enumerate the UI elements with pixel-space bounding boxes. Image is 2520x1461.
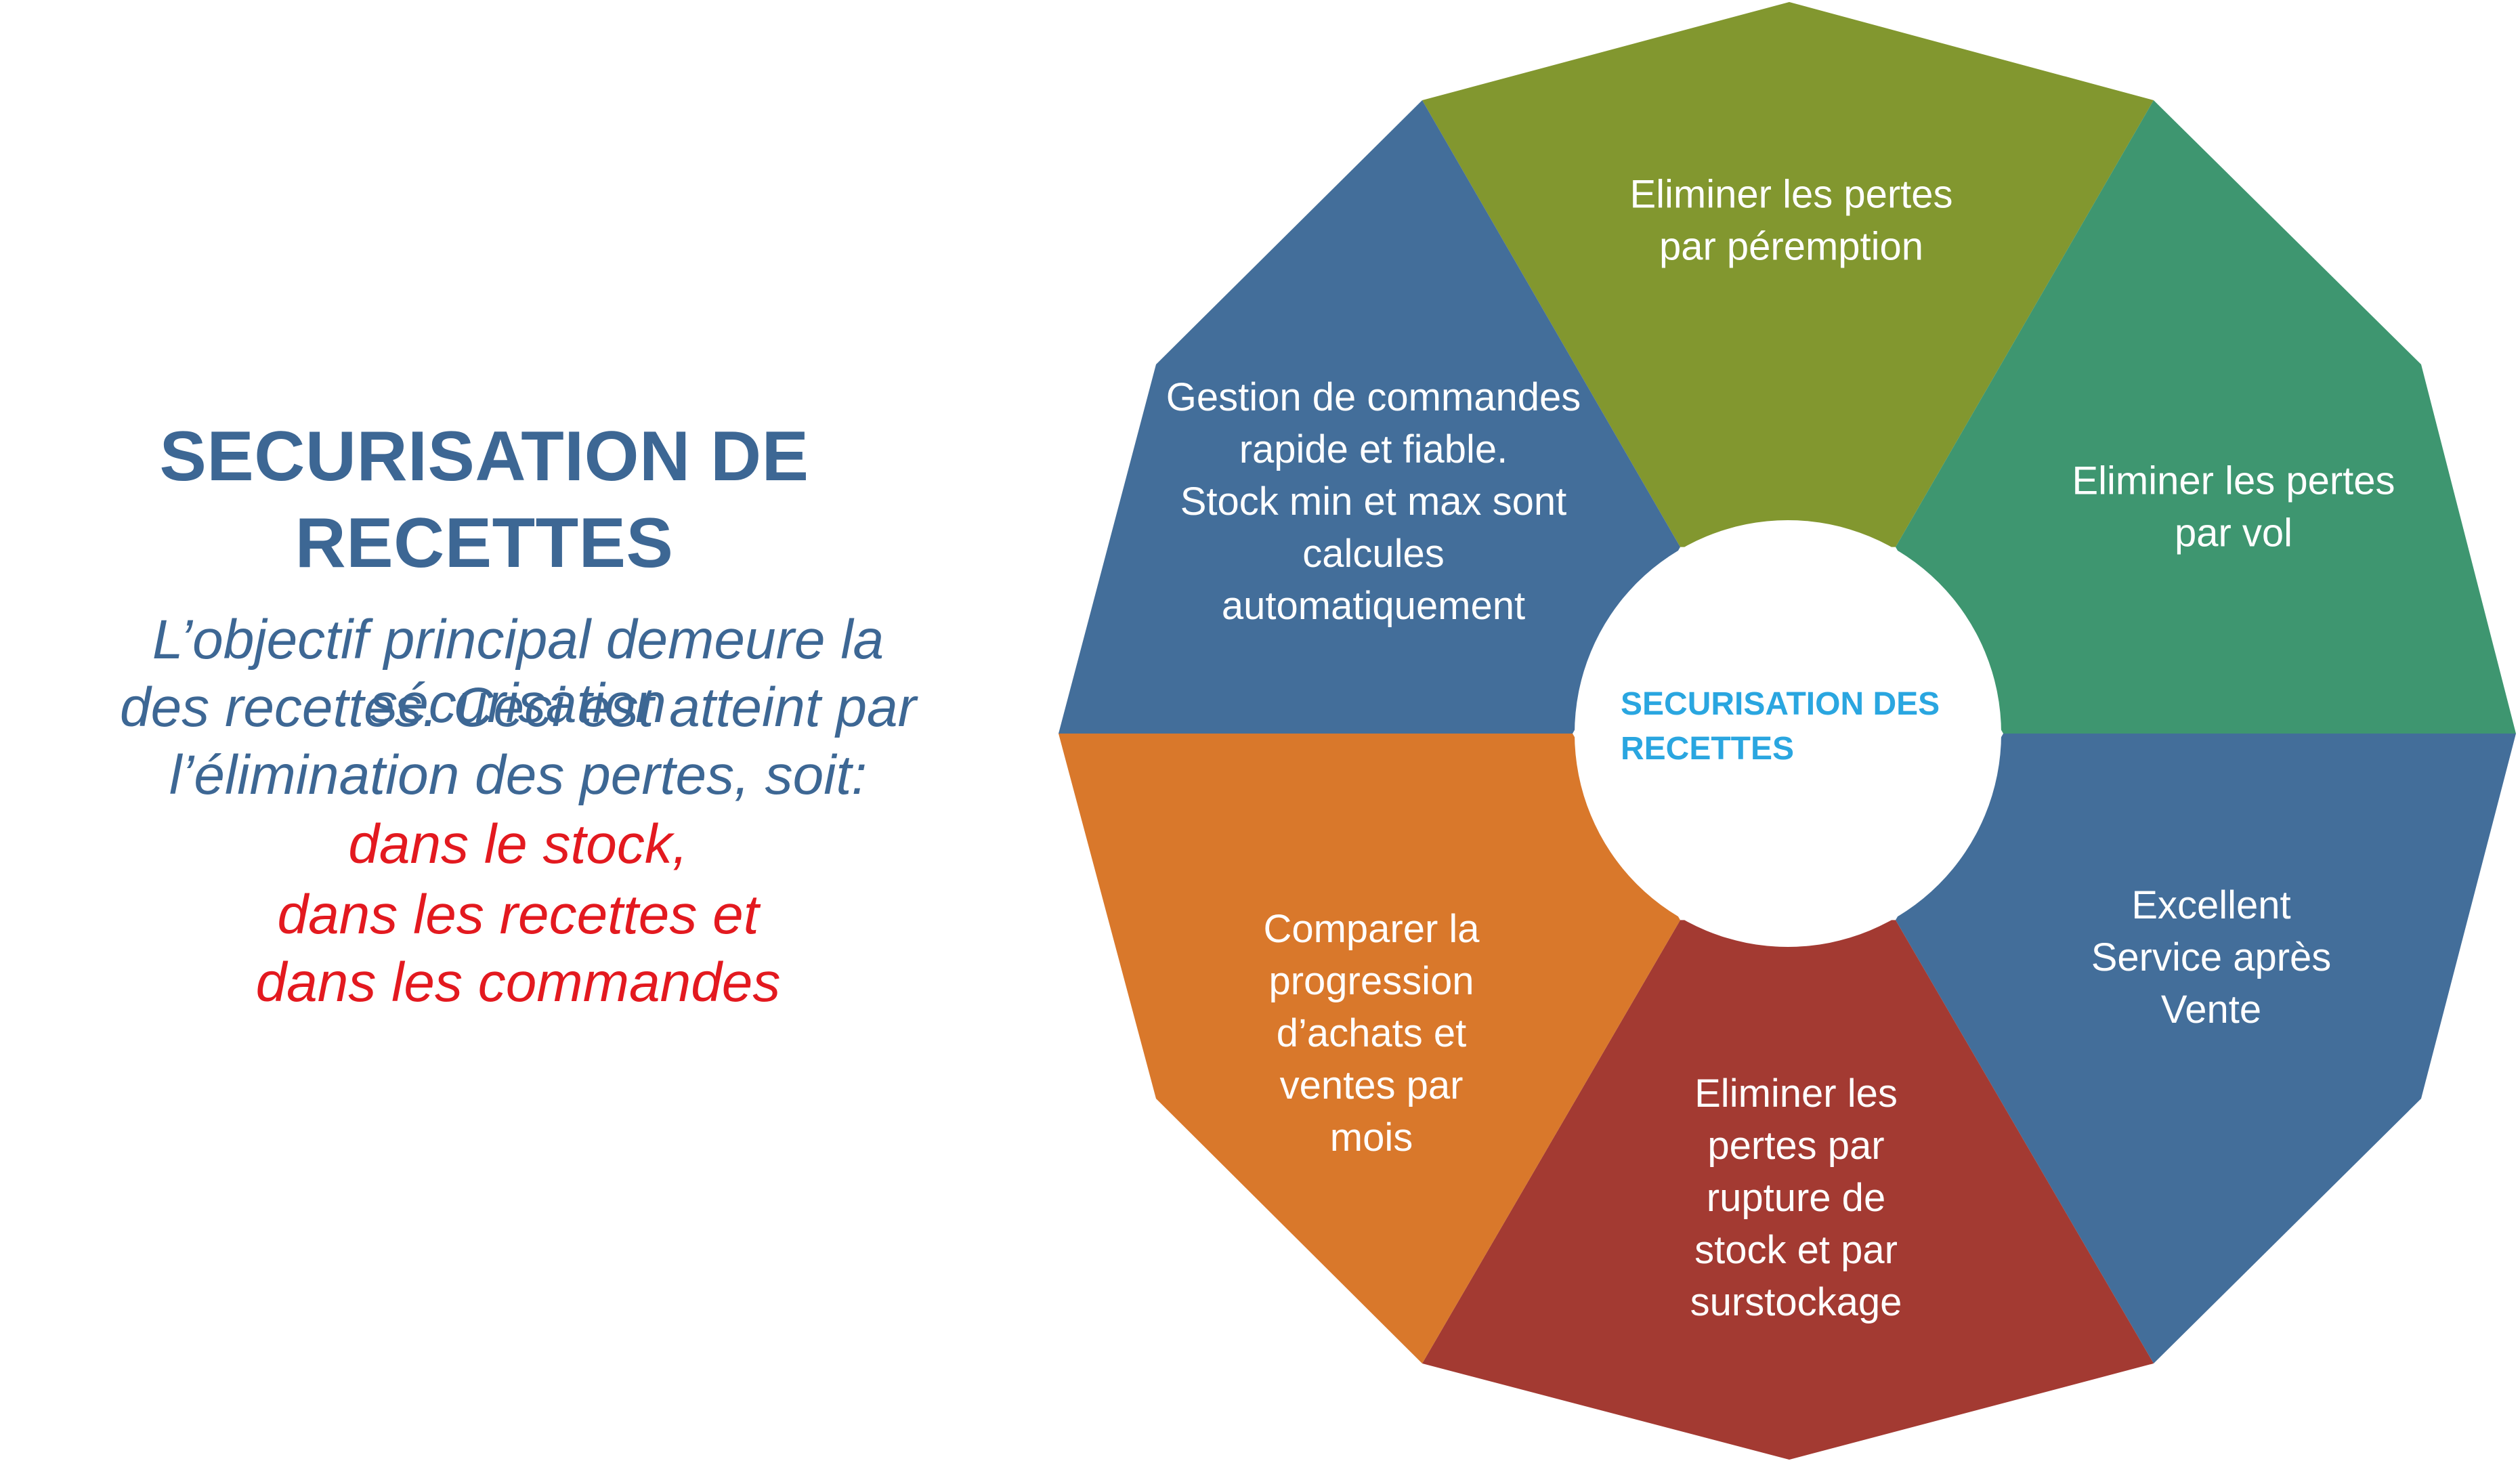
segment-service [1896,734,2516,1363]
main-title-line-2: RECETTES [295,504,674,583]
segment-service-label-line: Service après [2091,935,2332,979]
segment-commandes-label-line: calcules [1302,532,1445,576]
segment-service-label-line: Excellent [2131,883,2290,927]
intro-panel: SECURISATION DE RECETTES L’objectif prin… [0,0,1043,1461]
segment-peremption-label-line: Eliminer les pertes [1629,173,1952,217]
segment-progression-label-line: d’achats et [1277,1011,1467,1055]
segment-rupture [1422,920,2154,1460]
segment-progression-label-line: ventes par [1280,1063,1464,1107]
segment-commandes-label-line: automatiquement [1222,584,1525,628]
segment-rupture-label-line: rupture de [1707,1176,1885,1220]
segment-rupture-label-line: stock et par [1694,1228,1898,1272]
segment-peremption-label-line: par péremption [1659,225,1923,269]
segment-commandes [1059,100,1680,734]
description-line-1: L’objectif principal demeure la sécurisa… [152,609,884,734]
loss-area-commandes: dans les commandes [255,952,781,1013]
segment-progression [1059,734,1680,1363]
segment-commandes-label-line: Stock min et max sont [1180,480,1567,524]
segment-rupture-label-line: surstockage [1690,1280,1902,1324]
segment-commandes-label-line: rapide et fiable. [1239,427,1508,471]
segment-commandes-label-line: Gestion de commandes [1166,375,1581,419]
center-label-line-2: RECETTES [1621,731,1794,767]
description-line-2: des recettes. Ceci est atteint par [120,677,916,738]
segment-progression-label-line: progression [1268,959,1474,1003]
segment-vol-label-line: par vol [2175,511,2292,555]
loss-area-recettes: dans les recettes et [277,884,759,946]
segment-vol-label-line: Eliminer les pertes [2072,459,2395,503]
segment-peremption [1422,2,2154,547]
center-hub [1575,520,2001,947]
segment-vol [1896,100,2516,734]
center-label-line-1: SECURISATION DES [1621,686,1940,722]
loss-area-stock: dans le stock, [348,813,688,875]
segment-service-label-line: Vente [2161,988,2261,1032]
main-title-line-1: SECURISATION DE [159,417,809,496]
segment-progression-label-line: mois [1330,1116,1413,1160]
segments-layer [1059,2,2516,1460]
description-line-3: l’élimination des pertes, soit: [169,744,868,806]
segment-progression-label-line: Comparer la [1263,907,1480,951]
segment-rupture-label-line: pertes par [1707,1124,1884,1168]
segment-rupture-label-line: Eliminer les [1694,1072,1898,1116]
